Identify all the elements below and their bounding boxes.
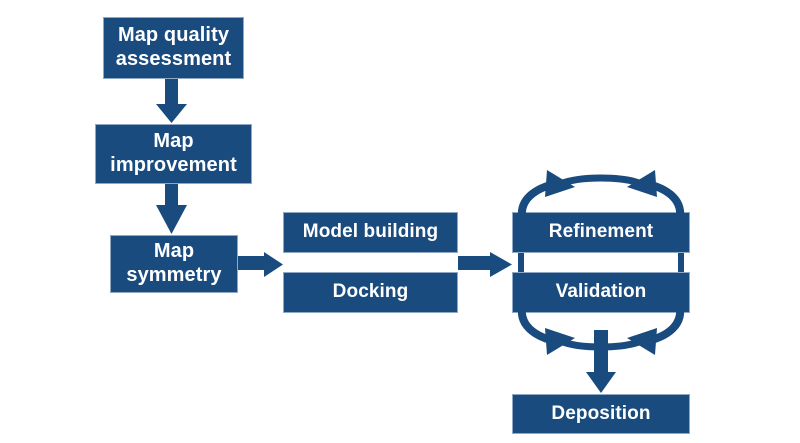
node-refinement[interactable]: Refinement [512, 212, 690, 253]
arrow-map-improvement-to-map-symmetry [156, 184, 187, 234]
node-label: Model building [302, 221, 439, 243]
arrow-model-stack-to-cycle [458, 252, 512, 277]
node-map-improvement[interactable]: Map improvement [95, 124, 252, 184]
arrow-cycle-to-deposition [586, 330, 616, 393]
node-label: Refinement [548, 221, 654, 243]
node-docking[interactable]: Docking [283, 272, 458, 313]
node-label: Map symmetry [126, 240, 222, 286]
node-map-symmetry[interactable]: Map symmetry [110, 235, 238, 293]
node-label: Map quality assessment [115, 24, 232, 70]
node-label: Validation [555, 281, 647, 303]
cycle-connector-gap [518, 253, 684, 272]
arrow-map-quality-to-map-improvement [156, 79, 187, 123]
arrow-map-symmetry-to-model-stack [238, 252, 283, 277]
node-validation[interactable]: Validation [512, 272, 690, 313]
node-label: Deposition [551, 402, 651, 424]
node-deposition[interactable]: Deposition [512, 394, 690, 434]
node-label: Map improvement [110, 130, 237, 176]
node-map-quality-assessment[interactable]: Map quality assessment [103, 17, 244, 79]
cycle-arc-bottom [517, 301, 685, 355]
cycle-arc-top [517, 170, 685, 224]
node-model-building[interactable]: Model building [283, 212, 458, 253]
node-label: Docking [332, 281, 409, 303]
